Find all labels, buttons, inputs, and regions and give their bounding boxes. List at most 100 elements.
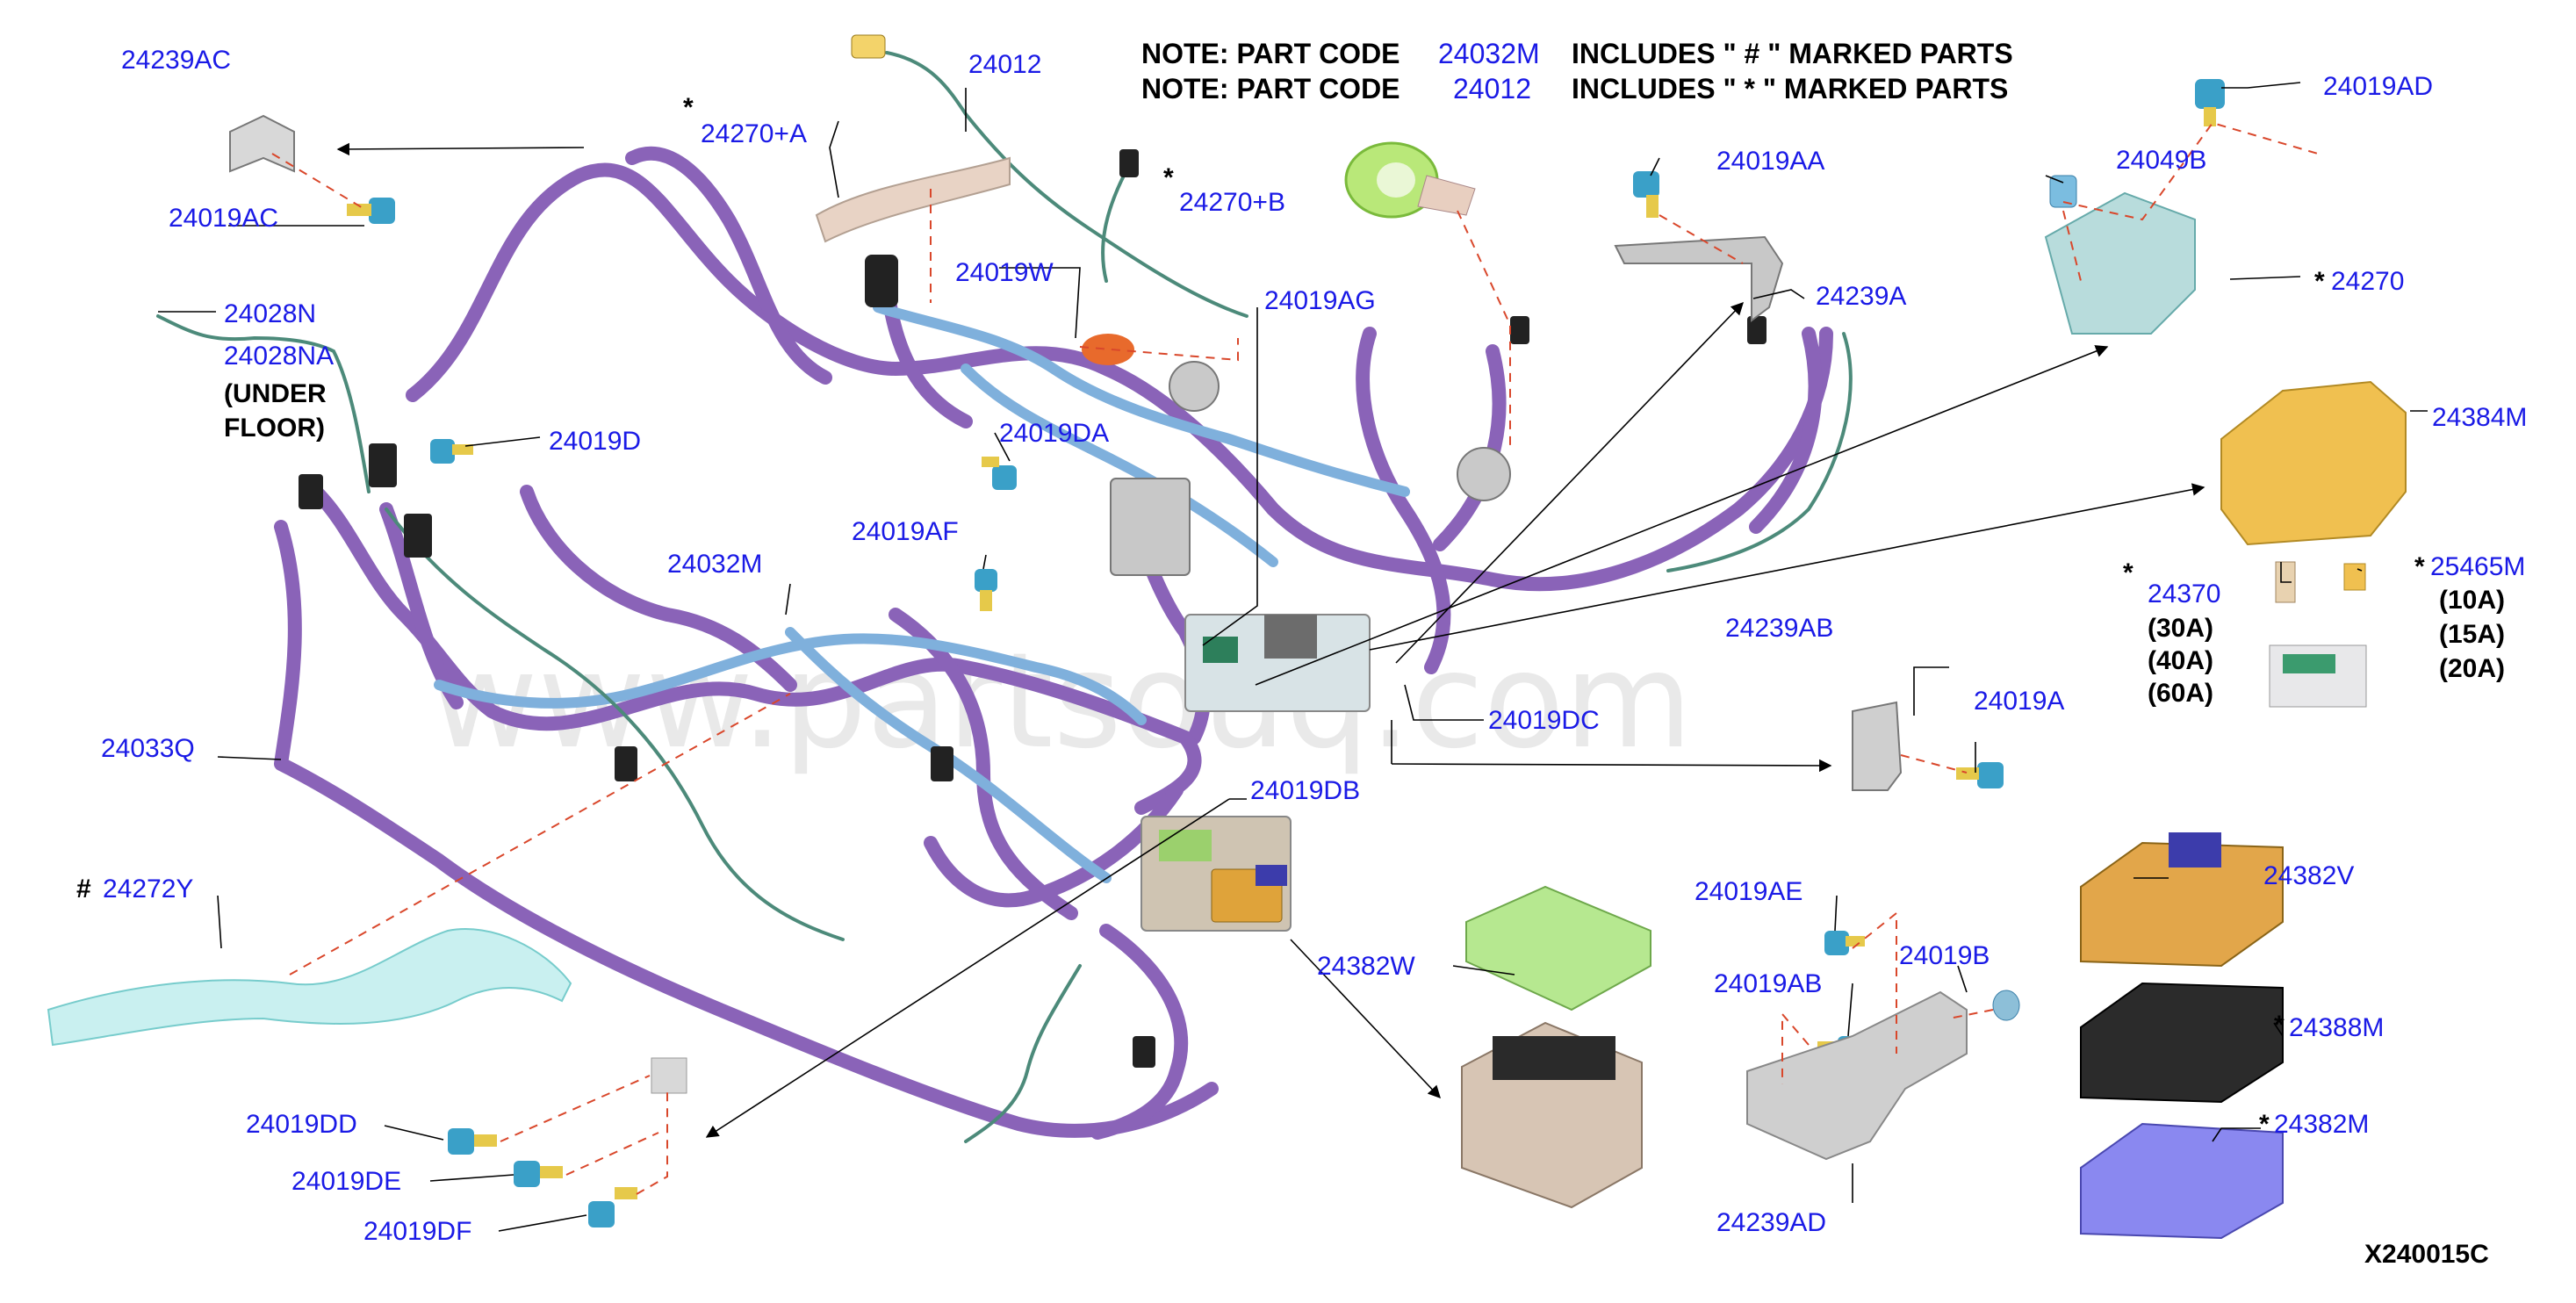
bolt-icon [1977, 762, 2004, 788]
note-line2-code[interactable]: 24012 [1453, 73, 1531, 104]
dashed-guides [271, 121, 2319, 1195]
label-24012[interactable]: 24012 [968, 50, 1041, 79]
label-24239AD[interactable]: 24239AD [1716, 1208, 1826, 1237]
label-24388M[interactable]: 24388M [2289, 1013, 2384, 1042]
leader-lines [158, 82, 2428, 1232]
label-24370[interactable]: 24370 [2148, 580, 2220, 608]
grommet-icon [1457, 447, 1511, 501]
label-24019B[interactable]: 24019B [1899, 941, 1990, 970]
bolt-icon [1824, 931, 1849, 955]
label-24239AB[interactable]: 24239AB [1725, 614, 1833, 643]
grommet-icon [1169, 361, 1220, 412]
relay-box-icon [2080, 841, 2284, 968]
label-24382M[interactable]: 24382M [2274, 1110, 2369, 1139]
part-illustrations [47, 79, 2407, 1240]
fuse-icon [2283, 654, 2335, 673]
bolt-thread-icon [980, 590, 992, 611]
fuse-20a: (20A) [2439, 654, 2505, 683]
fuse-icon [2343, 563, 2366, 591]
connector-icon [865, 255, 898, 307]
label-24019DE[interactable]: 24019DE [291, 1167, 401, 1196]
bolt-thread-icon [1846, 936, 1865, 947]
label-24019AG[interactable]: 24019AG [1264, 286, 1376, 315]
label-24019AC[interactable]: 24019AC [169, 204, 278, 233]
connector-icon [1510, 316, 1529, 344]
relay-icon [1264, 615, 1317, 659]
label-24019D[interactable]: 24019D [549, 427, 641, 456]
label-24019A[interactable]: 24019A [1974, 687, 2064, 716]
label-24382V[interactable]: 24382V [2263, 861, 2354, 890]
star-mark: * [2414, 552, 2425, 581]
note-line2-suffix: INCLUDES " * " MARKED PARTS [1572, 73, 2008, 104]
label-24239A[interactable]: 24239A [1816, 282, 1906, 311]
label-24019DC[interactable]: 24019DC [1488, 706, 1600, 735]
connector-icon [1133, 1036, 1155, 1068]
connector-icon [851, 34, 886, 59]
bolt-icon [514, 1161, 540, 1187]
label-24033Q[interactable]: 24033Q [101, 734, 195, 763]
star-mark: * [2259, 1110, 2270, 1139]
label-24019AF[interactable]: 24019AF [852, 517, 959, 546]
label-24019W[interactable]: 24019W [955, 258, 1054, 287]
label-24019DD[interactable]: 24019DD [246, 1110, 357, 1139]
label-24384M[interactable]: 24384M [2432, 403, 2527, 432]
bracket-icon [1614, 235, 1784, 322]
label-24270B[interactable]: 24270+B [1179, 188, 1285, 217]
label-25465M[interactable]: 25465M [2430, 552, 2525, 581]
connector-icon [615, 746, 637, 781]
bracket-icon [2044, 191, 2196, 335]
notes: NOTE: PART CODE 24032M INCLUDES " # " MA… [1141, 38, 2013, 104]
star-mark: * [2314, 267, 2325, 296]
relay-box-icon [2220, 380, 2407, 546]
note-line2-prefix: NOTE: PART CODE [1141, 73, 1400, 104]
label-24272Y[interactable]: 24272Y [103, 875, 193, 903]
fuse-icon [1159, 830, 1212, 861]
fuse-15a: (15A) [2439, 620, 2505, 649]
fuse-40a: (40A) [2148, 646, 2213, 675]
label-24028NA[interactable]: 24028NA [224, 342, 334, 371]
bolt-icon [1633, 171, 1659, 198]
label-24019AD[interactable]: 24019AD [2323, 72, 2433, 101]
clip-icon [2049, 175, 2077, 208]
connector-icon [299, 474, 323, 509]
protector-icon [815, 156, 1011, 243]
bracket-icon [1852, 701, 1903, 791]
fuse-icon [1203, 637, 1238, 663]
bolt-icon [369, 198, 395, 224]
label-24239AC[interactable]: 24239AC [121, 46, 231, 75]
label-24270A[interactable]: 24270+A [701, 119, 807, 148]
label-24032M[interactable]: 24032M [667, 550, 762, 579]
bolt-icon [992, 465, 1017, 490]
label-24382W[interactable]: 24382W [1317, 952, 1415, 981]
bolt-icon [2195, 79, 2225, 109]
bolt-thread-icon [474, 1134, 497, 1147]
label-24019AB[interactable]: 24019AB [1714, 969, 1822, 998]
bolt-thread-icon [452, 444, 473, 455]
junction-block-icon [1110, 478, 1191, 576]
fuse-cap-icon [1256, 865, 1287, 886]
part-labels: 24239AC 24019AC * 24270+A 24012 * 24270+… [76, 46, 2527, 1269]
label-24028N[interactable]: 24028N [224, 299, 316, 328]
bolt-thread-icon [1646, 195, 1659, 218]
label-24049B[interactable]: 24049B [2116, 146, 2206, 175]
bolt-thread-icon [540, 1166, 563, 1178]
bracket-icon [1746, 990, 1968, 1161]
bolt-icon [975, 569, 997, 592]
bracket-icon [229, 114, 295, 173]
label-24019DF[interactable]: 24019DF [363, 1217, 471, 1246]
label-24019DB[interactable]: 24019DB [1250, 776, 1360, 805]
bolt-thread-icon [982, 457, 999, 467]
star-mark: * [1163, 163, 1174, 192]
hash-mark: # [76, 875, 91, 903]
label-24019AE[interactable]: 24019AE [1695, 877, 1802, 906]
label-24019DA[interactable]: 24019DA [999, 419, 1109, 448]
bolt-icon [448, 1128, 474, 1155]
nut-icon [1992, 990, 2020, 1021]
label-24270[interactable]: 24270 [2331, 267, 2404, 296]
note-line1-code[interactable]: 24032M [1438, 38, 1540, 69]
under-floor-line2: FLOOR) [224, 414, 325, 443]
label-24019AA[interactable]: 24019AA [1716, 147, 1824, 176]
fuse-60a: (60A) [2148, 679, 2213, 708]
fuse-cap-icon [2169, 832, 2221, 867]
